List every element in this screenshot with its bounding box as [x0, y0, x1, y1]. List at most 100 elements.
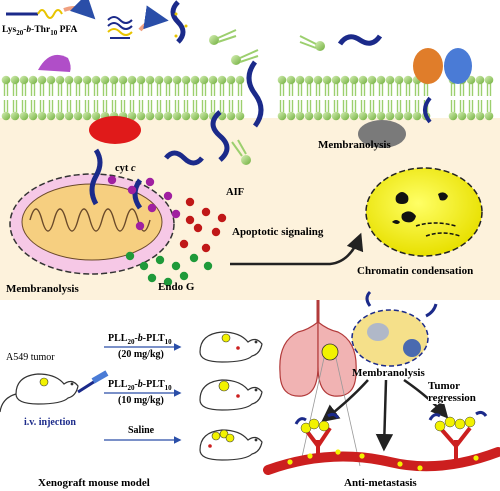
lipid-head: [286, 75, 296, 85]
lipid-head: [367, 111, 377, 121]
lipid-head: [235, 75, 245, 85]
molecule-dot: [185, 197, 195, 207]
lipid-head: [73, 75, 83, 85]
chromatin-strand: [415, 222, 457, 227]
mitochondrial-cristae: [29, 208, 151, 232]
molecule-dot: [139, 261, 149, 271]
circulating-cell: [397, 461, 403, 467]
treatment-low-dose-drug: PLL20-b-PLT10: [108, 379, 172, 392]
treatment-high-dose-drug: PLL20-b-PLT10: [108, 333, 172, 346]
circulating-cell: [335, 449, 341, 455]
lipid-head: [394, 111, 404, 121]
lipid-head: [154, 111, 164, 121]
lungs: [279, 300, 357, 397]
endo-g-molecules: [125, 251, 213, 287]
molecule-dot: [171, 261, 181, 271]
lipid-head: [37, 111, 47, 121]
lipid-head: [484, 75, 494, 85]
lipid-head: [127, 111, 137, 121]
polymer-fibril: [423, 96, 432, 124]
lipid-head: [181, 75, 191, 85]
lipid-head: [100, 75, 110, 85]
cyt-c-molecules: [107, 175, 181, 231]
syringe-icon: [77, 370, 109, 394]
mitochondrion: [9, 173, 175, 275]
polymer-fibril: [164, 150, 204, 166]
lipid-head: [136, 75, 146, 85]
lipid-fragment: [231, 139, 251, 165]
polymer-fibril: [337, 34, 383, 46]
polymer-dots: [174, 12, 178, 16]
zoom-line: [299, 357, 325, 467]
lipid-fragment: [231, 49, 259, 65]
chromatin-clump: [392, 220, 400, 224]
lipid-head: [226, 75, 236, 85]
lipid-head: [55, 111, 65, 121]
lipid-head: [55, 75, 65, 85]
polymer-dots: [174, 34, 178, 38]
molecule-dot: [163, 277, 173, 287]
treatment-low-dose: (10 mg/kg): [118, 395, 164, 406]
molecule-dot: [211, 227, 221, 237]
molecule-dot: [193, 223, 203, 233]
molecule-dot: [189, 253, 199, 263]
lipid-head: [412, 111, 422, 121]
tumor-cell-organelle: [403, 339, 421, 357]
xenograft-model-label: Xenograft mouse model: [38, 477, 150, 489]
lipid-fragment: [299, 35, 325, 51]
lipid-head: [145, 75, 155, 85]
aif-molecules: [179, 197, 227, 253]
polymer-fibril-mito: [89, 148, 103, 206]
polymer-label: Lys20-b-Thr10 PFA: [2, 25, 77, 37]
molecule-dot: [171, 209, 181, 219]
circulating-cell: [417, 465, 423, 471]
membrane-protein-gray: [358, 120, 406, 148]
lipid-head: [367, 75, 377, 85]
lipid-head: [385, 75, 395, 85]
circulating-cell: [473, 455, 479, 461]
saline-label: Saline: [128, 425, 155, 436]
arrow-to-left-branch: [321, 379, 369, 423]
lipid-head: [64, 75, 74, 85]
treatment-high-dose: (20 mg/kg): [118, 349, 164, 360]
lipid-head: [1, 111, 11, 121]
molecule-dot: [145, 177, 155, 187]
lipid-head: [127, 75, 137, 85]
molecule-dot: [125, 251, 135, 261]
chromatin-clump: [401, 211, 416, 223]
vessel-branch-left: [294, 412, 340, 462]
lipid-head: [466, 111, 476, 121]
membrane-protein-purple: [38, 54, 71, 72]
arrow-to-right-branch: [403, 378, 449, 419]
lipid-head: [466, 75, 476, 85]
process-arrow-1: [63, 0, 96, 20]
lipid-head: [376, 111, 386, 121]
lipid-head: [1, 75, 11, 85]
lipid-head: [181, 111, 191, 121]
circulating-cell: [287, 459, 293, 465]
tumor-cell: [351, 309, 429, 367]
lipid-head: [331, 111, 341, 121]
tumor-regression-text: Tumor regression: [428, 380, 498, 404]
molecule-dot: [155, 255, 165, 265]
lipid-head: [46, 75, 56, 85]
mouse-untreated: [0, 373, 79, 413]
lipid-head: [154, 75, 164, 85]
lipid-head: [28, 75, 38, 85]
lipid-head: [208, 75, 218, 85]
process-arrow-2: [138, 5, 169, 32]
membrane-protein-blue: [444, 48, 472, 84]
molecule-dot: [203, 261, 213, 271]
chromatin-clump: [395, 192, 409, 204]
polymer-fibril-cell: [425, 303, 438, 318]
molecule-dot: [147, 203, 157, 213]
arrow-to-center: [375, 379, 394, 452]
lipid-head: [475, 111, 485, 121]
lipid-head: [475, 75, 485, 85]
lipid-head: [91, 75, 101, 85]
molecule-dot: [179, 271, 189, 281]
lipid-head: [313, 111, 323, 121]
polymer-fibril-top: [170, 0, 186, 44]
circulating-cells: [287, 449, 479, 471]
lipid-head: [199, 111, 209, 121]
